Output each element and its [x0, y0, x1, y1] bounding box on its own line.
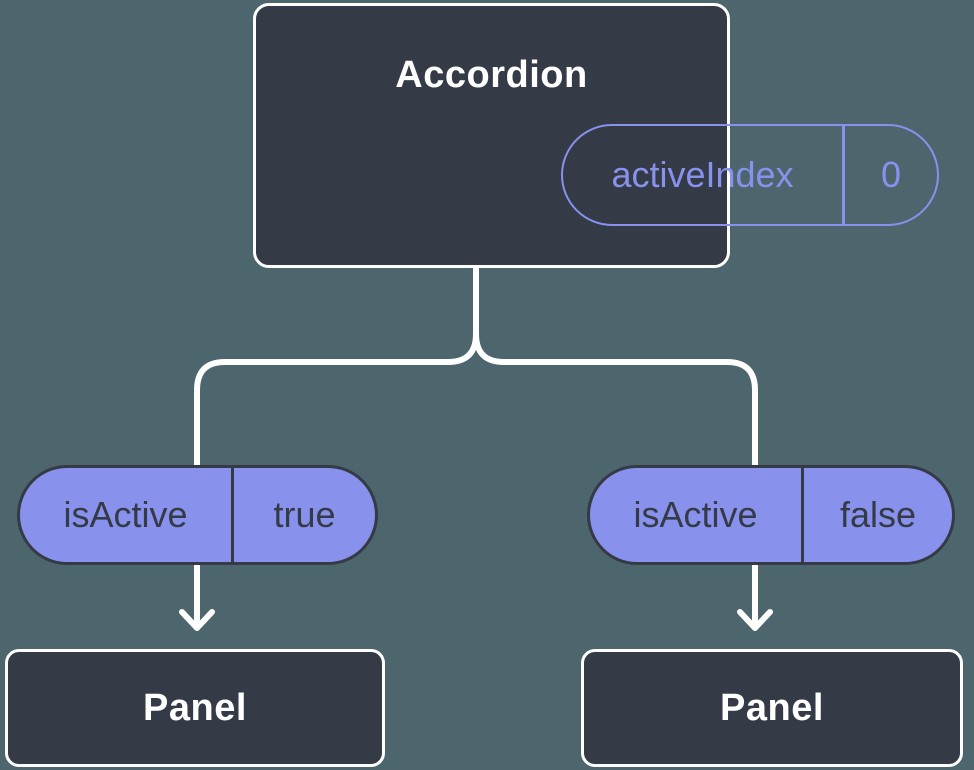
arrow-down-right-icon — [737, 609, 773, 631]
panel-node-title: Panel — [720, 687, 824, 729]
panel-node-title: Panel — [143, 687, 247, 729]
connector-right-branch — [473, 261, 758, 630]
prop-pill-label: isActive — [633, 494, 758, 535]
state-pill: activeIndex 0 — [561, 124, 939, 226]
prop-pill-is-active-true: isActive true — [17, 465, 378, 565]
prop-pill-divider — [231, 468, 234, 562]
state-pill-divider — [842, 126, 845, 224]
prop-pill-divider — [801, 468, 804, 562]
accordion-node: Accordion activeIndex 0 — [253, 3, 939, 268]
prop-pill-is-active-false: isActive false — [587, 465, 955, 565]
arrow-down-left-icon — [179, 609, 215, 631]
prop-pill-value: false — [839, 494, 917, 535]
accordion-node-title: Accordion — [395, 54, 588, 96]
state-pill-value: 0 — [880, 154, 902, 195]
prop-pill-value: true — [273, 494, 336, 535]
state-pill-label: activeIndex — [611, 154, 794, 195]
connector-left-branch — [194, 261, 479, 630]
prop-pill-label: isActive — [63, 494, 188, 535]
panel-node-right: Panel — [581, 649, 963, 767]
panel-node-left: Panel — [5, 649, 385, 767]
